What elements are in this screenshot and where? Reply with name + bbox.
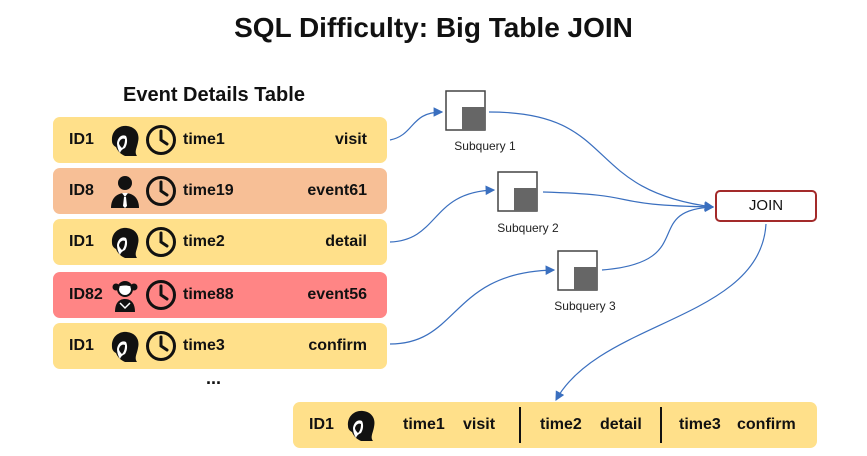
subquery-3-icon — [557, 250, 598, 291]
arrow-join-to-result — [555, 223, 767, 402]
event-row: ID82 time88 event56 — [53, 272, 387, 318]
row-event: confirm — [308, 337, 367, 354]
more-rows-ellipsis: ... — [206, 368, 222, 388]
arrow-subquery3-to-join — [601, 202, 715, 271]
row-id: ID8 — [69, 182, 94, 199]
diagram-title: SQL Difficulty: Big Table JOIN — [234, 12, 633, 43]
result-time-2: time2 — [540, 416, 582, 433]
arrow-subquery1-to-join — [488, 111, 715, 211]
row-event: detail — [325, 233, 367, 250]
arrow-row5-to-subquery3 — [389, 265, 556, 345]
subquery-3-label: Subquery 3 — [554, 299, 616, 313]
row-id: ID1 — [69, 337, 94, 354]
result-id: ID1 — [309, 416, 334, 433]
row-time: time3 — [183, 337, 225, 354]
arrow-row3-to-subquery2 — [389, 185, 496, 243]
event-row: ID8 time19 event61 — [53, 168, 387, 214]
woman-head-icon — [343, 408, 379, 442]
row-id: ID1 — [69, 233, 94, 250]
result-event-2: detail — [600, 416, 642, 433]
subquery-1-label: Subquery 1 — [454, 139, 516, 153]
subquery-2-icon — [497, 171, 538, 212]
row-id: ID1 — [69, 131, 94, 148]
subquery-1-icon — [445, 90, 486, 131]
result-event-3: confirm — [737, 416, 796, 433]
join-box: JOIN — [715, 190, 817, 222]
event-row: ID1 time3 confirm — [53, 323, 387, 369]
event-row: ID1 time2 detail — [53, 219, 387, 265]
row-time: time88 — [183, 286, 234, 303]
row-time: time1 — [183, 131, 225, 148]
result-divider — [519, 407, 521, 443]
row-event: event56 — [307, 286, 367, 303]
arrow-row1-to-subquery1 — [389, 107, 444, 141]
joined-result-row: ID1 time1 visit time2 detail time3 confi… — [293, 402, 817, 448]
event-row: ID1 time1 visit — [53, 117, 387, 163]
result-time-1: time1 — [403, 416, 445, 433]
result-time-3: time3 — [679, 416, 721, 433]
table-title: Event Details Table — [123, 84, 305, 106]
subquery-2-label: Subquery 2 — [497, 221, 559, 235]
row-time: time19 — [183, 182, 234, 199]
result-divider — [660, 407, 662, 443]
row-time: time2 — [183, 233, 225, 250]
arrow-subquery2-to-join — [542, 191, 715, 212]
row-id: ID82 — [69, 286, 103, 303]
result-event-1: visit — [463, 416, 496, 433]
row-event: visit — [334, 131, 367, 148]
row-event: event61 — [307, 182, 367, 199]
